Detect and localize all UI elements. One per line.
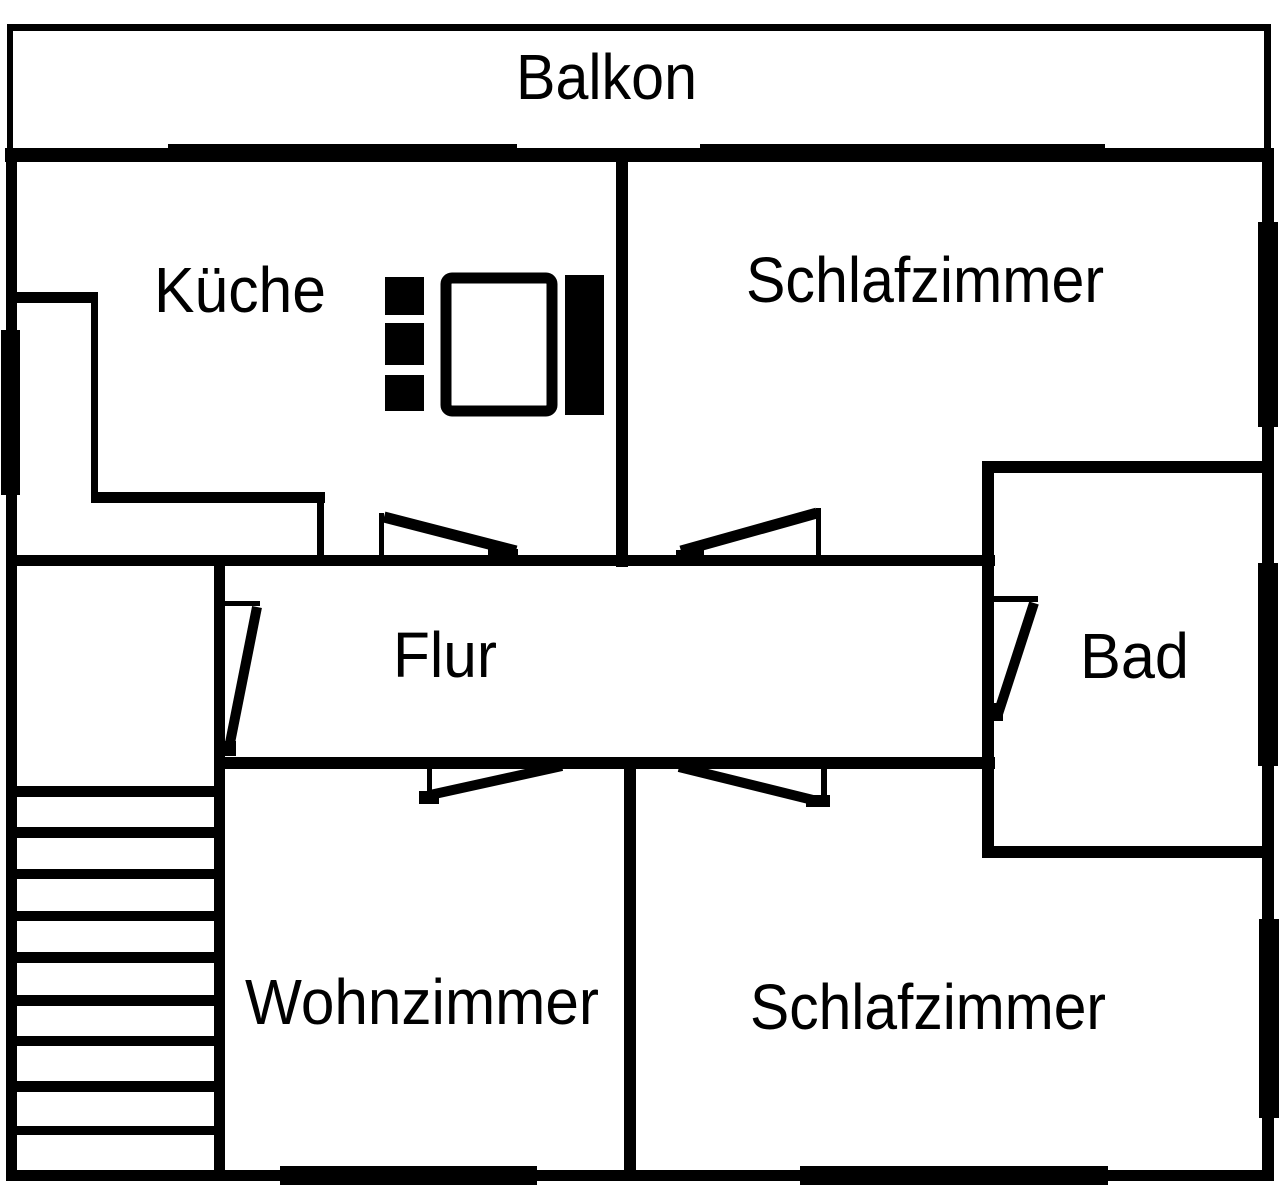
svg-text:Schlafzimmer: Schlafzimmer: [750, 971, 1106, 1043]
svg-text:Küche: Küche: [154, 254, 326, 326]
svg-text:Balkon: Balkon: [516, 41, 697, 113]
svg-text:Flur: Flur: [393, 619, 497, 691]
svg-text:Bad: Bad: [1080, 620, 1189, 692]
svg-text:Wohnzimmer: Wohnzimmer: [245, 966, 599, 1038]
svg-text:Schlafzimmer: Schlafzimmer: [746, 244, 1104, 316]
